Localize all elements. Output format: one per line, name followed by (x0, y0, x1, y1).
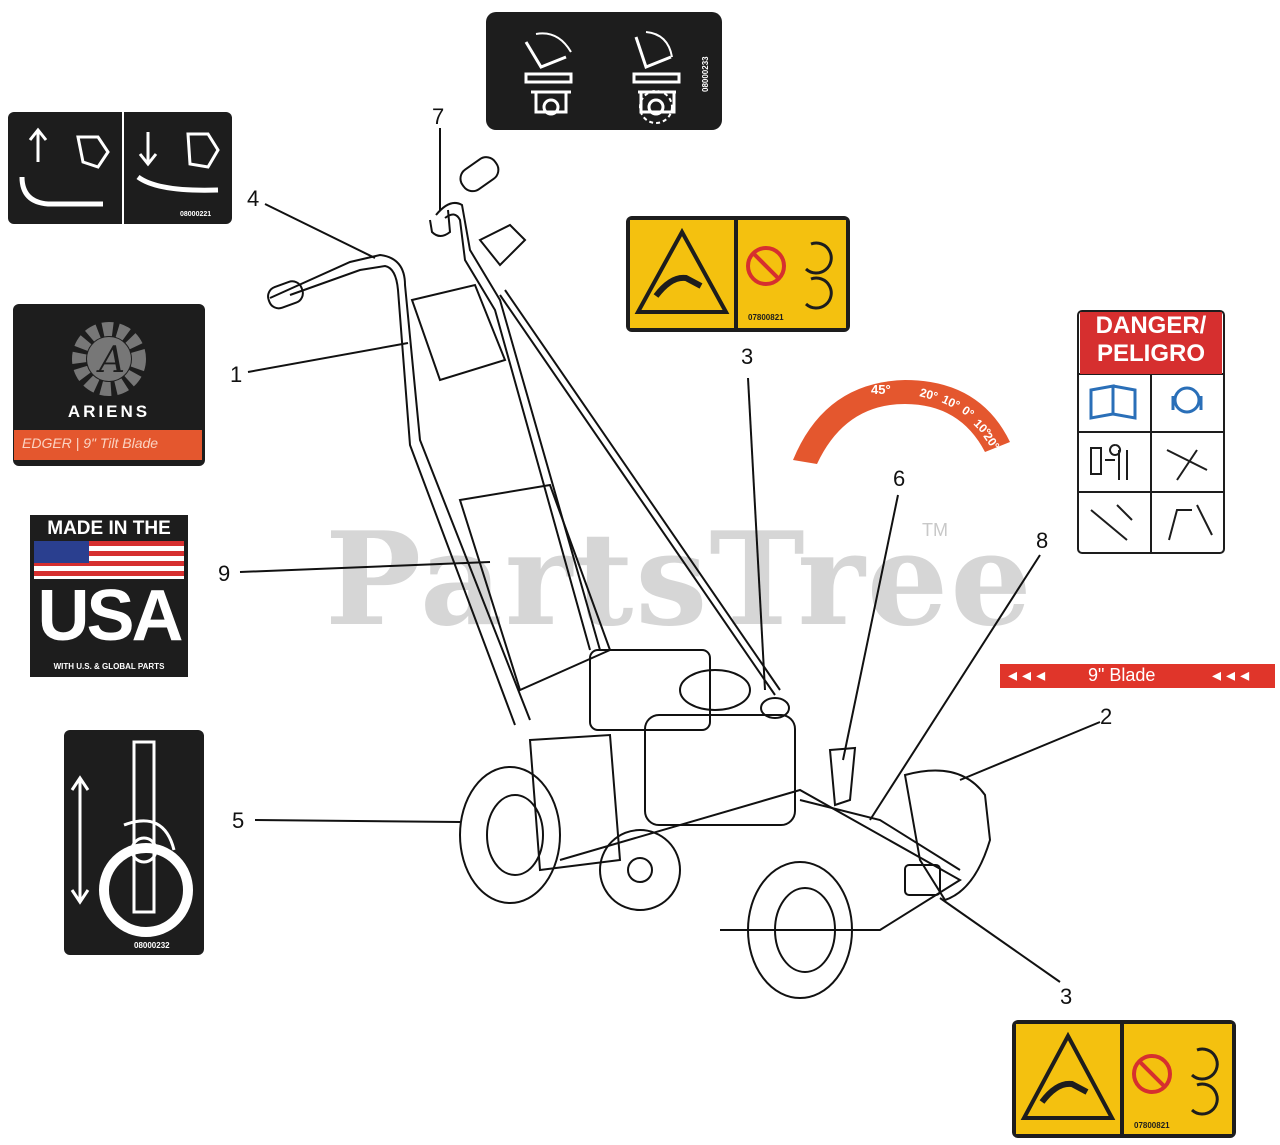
usa-decal (30, 515, 188, 677)
callout-8: 8 (1036, 528, 1049, 553)
callout-4: 4 (247, 186, 260, 211)
oil-cap (760, 697, 790, 719)
lower-handle (458, 483, 612, 692)
leader-8 (869, 554, 1041, 821)
ariens-product-band: EDGER | 9" Tilt Blade (14, 430, 202, 460)
callout-2: 2 (1100, 704, 1113, 729)
handle-left-tube (269, 253, 531, 721)
handle-right-tube (435, 202, 601, 651)
leader-3-top (747, 377, 766, 691)
warning-decal-top: 07800821 (626, 216, 850, 332)
blade-strip-decal: ◂ ◂ ◂ 9" Blade ◂ ◂ ◂ (1000, 664, 1275, 688)
lever-decal-code: 08000233 (701, 56, 710, 92)
right-wheel (747, 861, 853, 999)
usa-big: USA (37, 576, 183, 656)
engine-cover (589, 649, 711, 731)
trademark-mark: TM (922, 520, 948, 540)
usa-line3: WITH U.S. & GLOBAL PARTS (53, 662, 165, 671)
callout-6: 6 (893, 466, 906, 491)
angle-mark-20a: 20° (918, 385, 939, 403)
svg-text:A: A (96, 340, 125, 381)
leader-1 (247, 342, 409, 373)
blade-strip-arrows-left: ◂ ◂ ◂ (1008, 665, 1046, 685)
fuel-tank (644, 714, 796, 826)
frame (559, 788, 962, 931)
callout-1: 1 (230, 362, 243, 387)
blade-strip-text: 9" Blade (1088, 665, 1156, 685)
angle-decal: 90° 45° 20° 10° 0° 10° 20° (789, 380, 1010, 464)
lever-decal: 08000233 (486, 12, 722, 130)
depth-decal-code: 08000221 (180, 211, 211, 218)
leader-6 (842, 494, 899, 761)
ariens-product: EDGER | 9" Tilt Blade (22, 435, 159, 451)
leader-2 (959, 721, 1101, 781)
depth-decal: 08000221 (8, 112, 232, 224)
warning-top-code: 07800821 (748, 313, 784, 322)
danger-line1: DANGER/ (1095, 312, 1207, 339)
callout-7: 7 (432, 104, 445, 129)
height-decal-code: 08000232 (134, 941, 170, 950)
ariens-brand: ARIENS (67, 402, 151, 421)
depth-bracket (828, 746, 857, 807)
callout-3-top: 3 (741, 344, 754, 369)
throttle-lever (478, 223, 527, 267)
blade-strip-arrows-right: ◂ ◂ ◂ (1212, 665, 1250, 685)
control-cable (504, 289, 781, 691)
leader-4 (264, 203, 376, 259)
left-grip (267, 280, 304, 310)
leader-3-bottom (939, 897, 1061, 983)
callout-3-bottom: 3 (1060, 984, 1073, 1009)
pivot-block (904, 864, 941, 896)
recoil-starter (599, 829, 681, 911)
usa-line1: MADE IN THE (47, 518, 171, 539)
height-adjust-decal: 08000232 (64, 730, 204, 955)
warning-decal-bottom: 07800821 (1012, 1020, 1236, 1138)
leader-9 (239, 561, 491, 573)
left-wheel (459, 766, 561, 904)
blade-guard (903, 769, 992, 902)
ariens-logo-decal: A (13, 304, 205, 466)
fuel-cap (679, 669, 751, 711)
right-grip (459, 156, 500, 193)
danger-line2: PELIGRO (1096, 340, 1205, 367)
leader-5 (254, 819, 461, 823)
danger-header: DANGER/ PELIGRO (1080, 312, 1222, 374)
warning-bottom-code: 07800821 (1134, 1121, 1170, 1130)
belt-guard (528, 733, 622, 872)
callout-5: 5 (232, 808, 245, 833)
angle-mark-45: 45° (871, 382, 891, 397)
handle-panel (410, 283, 507, 382)
callout-9: 9 (218, 561, 231, 586)
